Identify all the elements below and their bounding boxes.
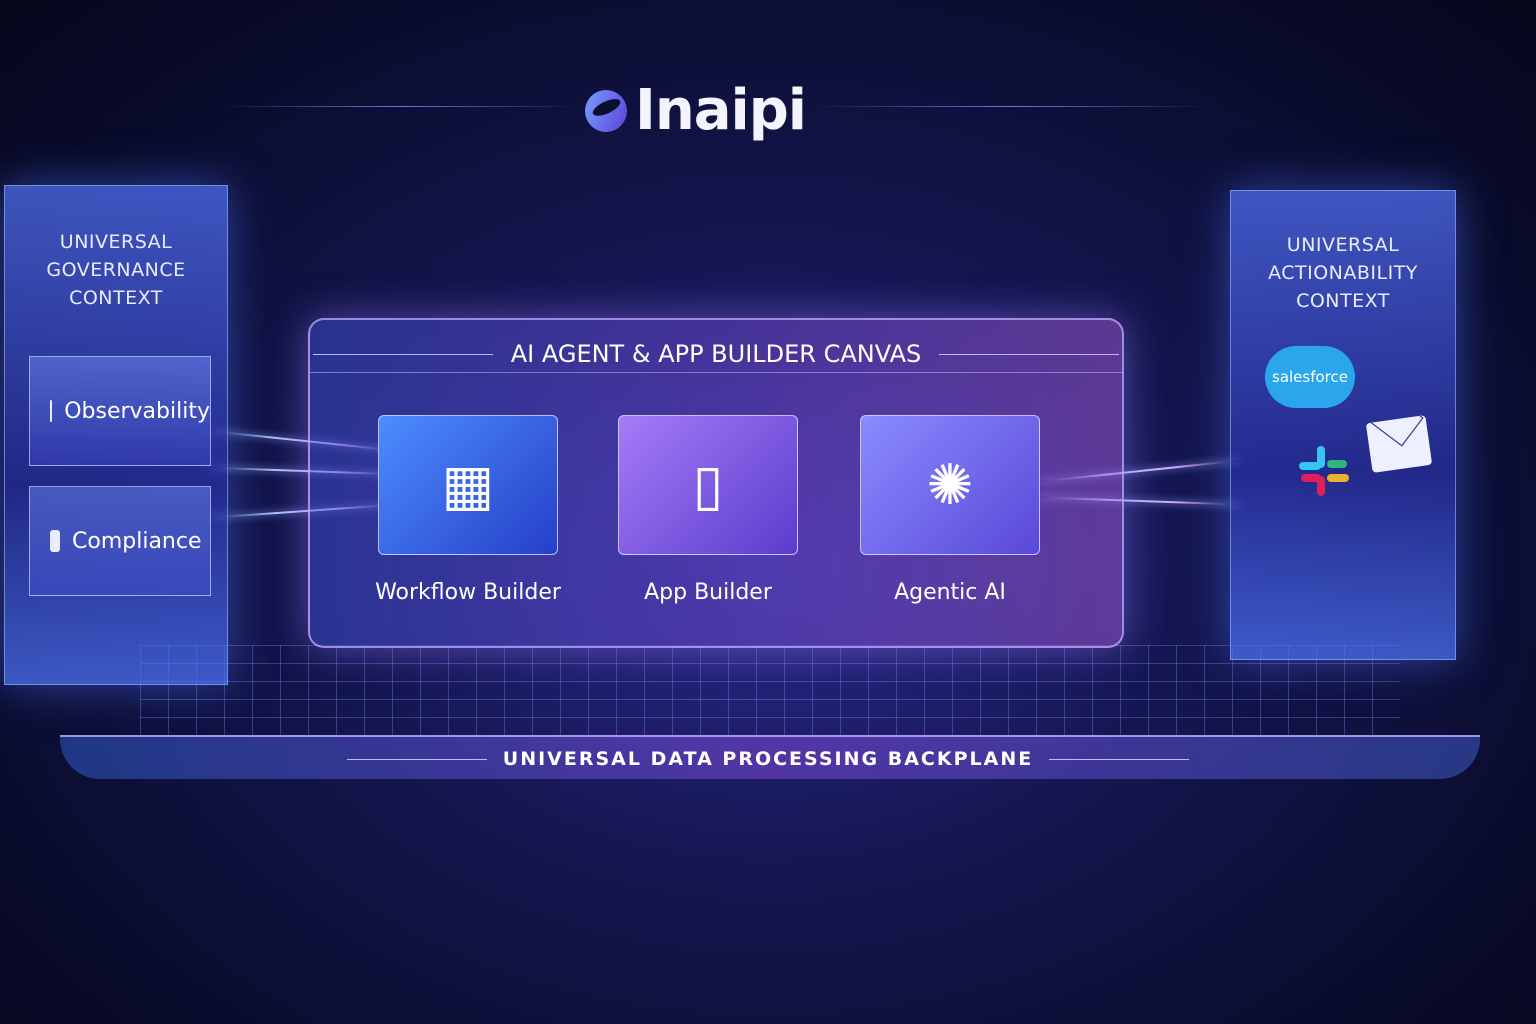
layer-compliance[interactable]: Compliance: [29, 486, 211, 596]
header-line-right: [810, 106, 1210, 107]
salesforce-cloud-icon: salesforce: [1265, 346, 1355, 408]
module-label: Workflow Builder: [375, 580, 561, 605]
tower-title-line: GOVERNANCE CONTEXT: [46, 259, 186, 309]
floor-grid: [140, 645, 1400, 735]
tower-title-line: UNIVERSAL: [59, 231, 173, 253]
slack-icon: [1299, 446, 1349, 496]
logo-icon: [578, 82, 634, 139]
layer-label: Observability: [64, 398, 210, 424]
module-agentic-ai[interactable]: ✺: [860, 415, 1040, 555]
governance-title: UNIVERSAL GOVERNANCE CONTEXT: [5, 228, 227, 312]
canvas-title-text: AI AGENT & APP BUILDER CANVAS: [510, 340, 922, 368]
canvas-title: AI AGENT & APP BUILDER CANVAS: [310, 340, 1122, 368]
module-app-builder[interactable]: ▯: [618, 415, 798, 555]
module-label: Agentic AI: [894, 580, 1006, 605]
builder-canvas: AI AGENT & APP BUILDER CANVAS ▦ Workflow…: [308, 318, 1124, 648]
backplane-label-text: UNIVERSAL DATA PROCESSING BACKPLANE: [502, 748, 1034, 770]
layer-marker-icon: [50, 400, 53, 422]
actionability-tower: UNIVERSAL ACTIONABILITY CONTEXT salesfor…: [1230, 190, 1456, 660]
mobile-app-icon: ▯: [618, 415, 798, 555]
header-line-left: [220, 106, 580, 107]
governance-tower: UNIVERSAL GOVERNANCE CONTEXT Observabili…: [4, 185, 228, 685]
mail-icon: [1365, 415, 1433, 473]
layer-marker-icon: [50, 530, 60, 552]
canvas-divider: [310, 372, 1122, 373]
layer-label: Compliance: [72, 528, 202, 554]
backplane-label: UNIVERSAL DATA PROCESSING BACKPLANE: [0, 748, 1536, 770]
tower-title-line: UNIVERSAL: [1286, 234, 1400, 256]
brand-name: Inaipi: [635, 78, 807, 143]
brand-logo: Inaipi: [578, 78, 807, 143]
module-workflow-builder[interactable]: ▦: [378, 415, 558, 555]
layer-observability[interactable]: Observability: [29, 356, 211, 466]
actionability-title: UNIVERSAL ACTIONABILITY CONTEXT: [1231, 231, 1455, 315]
salesforce-label: salesforce: [1272, 368, 1348, 386]
brain-icon: ✺: [860, 415, 1040, 555]
tower-title-line: ACTIONABILITY CONTEXT: [1268, 262, 1418, 312]
workflow-icon: ▦: [378, 415, 558, 555]
module-label: App Builder: [644, 580, 772, 605]
